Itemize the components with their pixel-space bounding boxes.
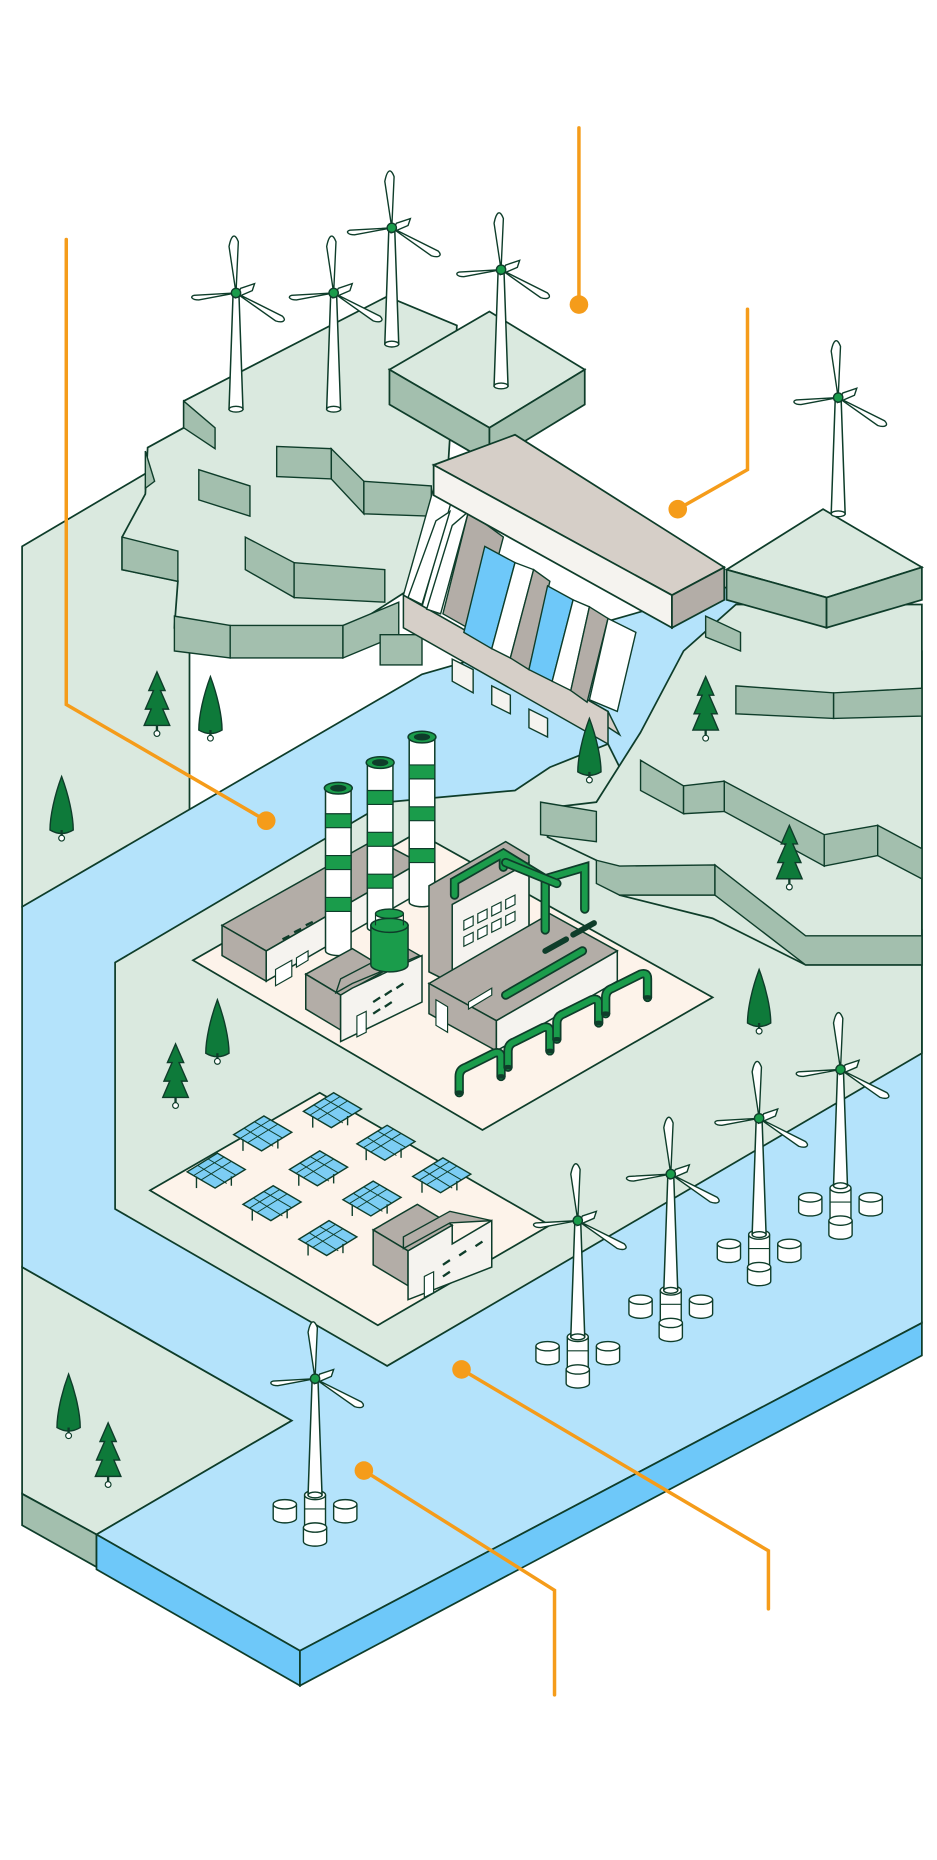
thermal-power-plant: [191, 730, 715, 1131]
chimney-1: [323, 781, 354, 957]
callout-dam-water[interactable]: [668, 307, 750, 519]
callout-onshore-wind[interactable]: [64, 237, 276, 831]
right-hill: [539, 508, 925, 966]
hydroelectric-dam: [402, 433, 726, 746]
callout-sea[interactable]: [452, 1360, 771, 1611]
chimney-3: [407, 730, 437, 908]
callout-offshore-wind[interactable]: [354, 1461, 557, 1697]
chimney-2: [365, 756, 395, 934]
callout-lines: [64, 126, 771, 1697]
callout-hydro[interactable]: [569, 126, 589, 314]
